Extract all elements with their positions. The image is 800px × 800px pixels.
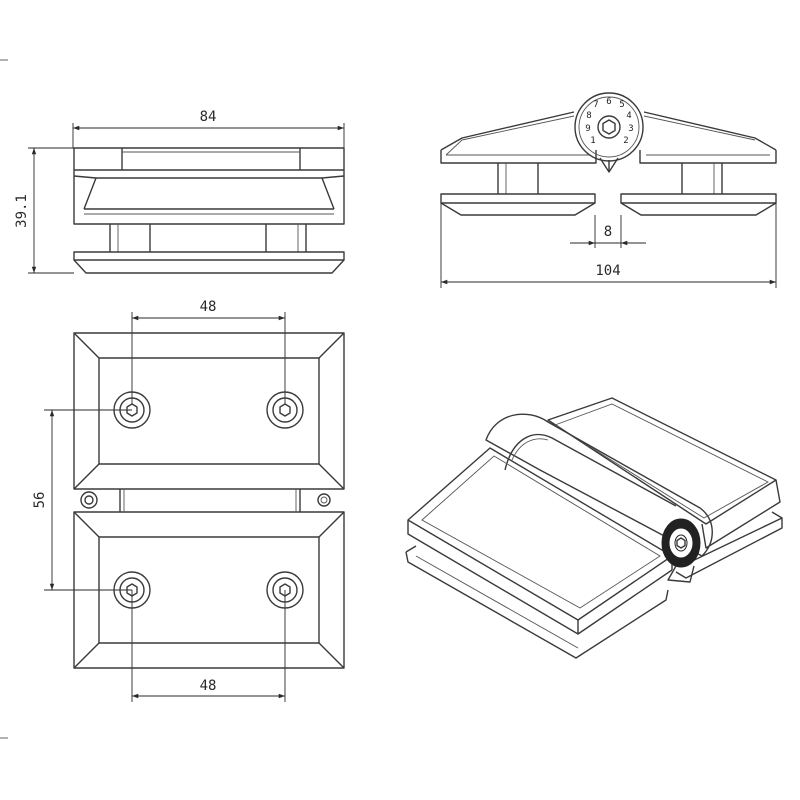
dim-hole-spacing-vertical: 56 — [32, 492, 48, 509]
top-view: 48 56 48 — [32, 299, 345, 702]
svg-text:5: 5 — [619, 100, 624, 110]
svg-text:3: 3 — [628, 124, 633, 134]
svg-text:6: 6 — [606, 97, 611, 107]
svg-text:8: 8 — [586, 111, 591, 121]
hole-bottom-right — [266, 571, 304, 609]
isometric-view — [405, 397, 783, 659]
svg-text:2: 2 — [623, 136, 628, 146]
dim-hole-spacing-top: 48 — [200, 299, 217, 315]
dim-top-width: 84 — [200, 109, 217, 125]
front-view: 84 39.1 — [14, 109, 345, 274]
svg-text:1: 1 — [590, 136, 595, 146]
knuckle-ratchet-numbers: 6 5 4 3 2 7 8 9 1 — [585, 97, 633, 146]
dim-gap: 8 — [604, 224, 612, 240]
dim-hole-spacing-bottom: 48 — [200, 678, 217, 694]
svg-text:4: 4 — [626, 111, 631, 121]
svg-text:9: 9 — [585, 124, 590, 134]
iso-knuckle-disc — [661, 518, 701, 583]
dim-total-width: 104 — [595, 263, 620, 279]
svg-text:7: 7 — [593, 100, 598, 110]
dim-left-height: 39.1 — [14, 194, 30, 228]
hole-top-right — [266, 391, 304, 429]
hole-bottom-left — [113, 571, 151, 609]
side-view: 6 5 4 3 2 7 8 9 1 8 — [440, 92, 777, 288]
hole-top-left — [113, 391, 151, 429]
